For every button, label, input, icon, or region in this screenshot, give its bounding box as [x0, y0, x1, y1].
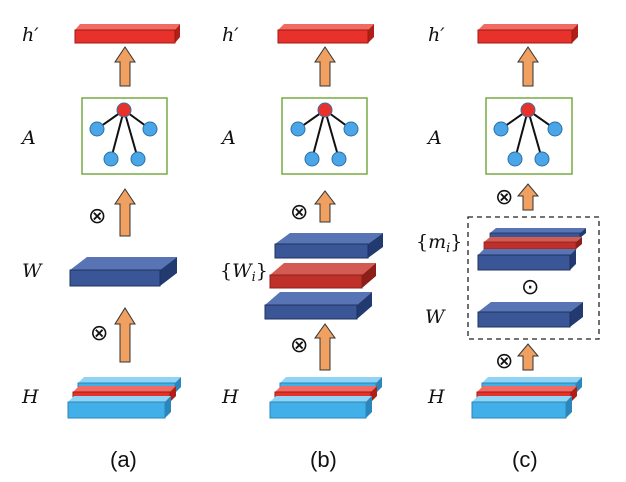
- graph-node: [142, 121, 158, 137]
- graph-node: [331, 151, 347, 167]
- tensor-operator: ⊗: [90, 321, 108, 346]
- bar-side-face: [570, 302, 583, 327]
- graph-node-center: [116, 102, 132, 118]
- bar-side-face: [362, 263, 376, 288]
- odot-operator: ⊙: [521, 275, 539, 300]
- output-h-prime-bar: [477, 24, 578, 44]
- graph-node: [103, 151, 119, 167]
- graph-node: [130, 151, 146, 167]
- tensor-operator: ⊗: [495, 349, 513, 374]
- graph-node: [507, 151, 523, 167]
- bar-front-face: [477, 29, 573, 44]
- panel-a: ⊗ ⊗ (a): [67, 24, 181, 472]
- panel-caption: (c): [512, 447, 538, 472]
- label-h-prime: h′: [428, 24, 445, 46]
- graph-node: [290, 121, 306, 137]
- arrow-up: [114, 188, 136, 237]
- graph-node: [343, 121, 359, 137]
- label-h: H: [21, 386, 39, 408]
- bar-side-face: [572, 24, 578, 43]
- input-h-stack: [269, 377, 382, 419]
- label-h: H: [427, 386, 445, 408]
- arrow-up: [516, 343, 540, 371]
- label-a: A: [20, 127, 36, 149]
- arrow-up: [314, 323, 336, 371]
- arrow-up: [517, 46, 539, 87]
- graph-node: [304, 151, 320, 167]
- output-h-prime-bar: [277, 24, 374, 44]
- arrow-up: [313, 190, 337, 223]
- weight-stack-wi: [264, 233, 383, 320]
- label-a: A: [426, 127, 442, 149]
- bar-top-face: [478, 302, 583, 312]
- label-h-prime: h′: [222, 24, 239, 46]
- label-a: A: [220, 127, 236, 149]
- row-labels-left: h′ A W H: [20, 24, 43, 408]
- tensor-operator: ⊗: [290, 333, 308, 358]
- tensor-operator: ⊗: [290, 200, 308, 225]
- bar-top-face: [70, 257, 177, 270]
- panel-caption: (b): [310, 447, 337, 472]
- bar-front-face: [269, 274, 363, 289]
- bar-front-face: [477, 311, 571, 328]
- graph-node-center: [520, 102, 536, 118]
- panel-b: h′ A {Wi} H ⊗: [220, 24, 383, 472]
- graph-node: [493, 121, 509, 137]
- bar-side-face: [160, 257, 177, 286]
- bar-side-face: [368, 233, 383, 258]
- input-h-stack: [471, 377, 582, 419]
- bar-front-face: [274, 243, 369, 259]
- bar-side-face: [357, 292, 372, 319]
- panel-caption: (a): [110, 447, 137, 472]
- bar-top-face: [270, 263, 376, 275]
- graph-node: [534, 151, 550, 167]
- label-h: H: [221, 386, 239, 408]
- graph-a-box: [81, 97, 168, 175]
- bar-top-face: [275, 233, 383, 244]
- arrow-up: [516, 183, 540, 211]
- tensor-operator: ⊗: [88, 204, 106, 229]
- graph-node: [89, 121, 105, 137]
- tensor-operator: ⊗: [495, 185, 513, 210]
- label-m-i: {mi}: [416, 231, 462, 256]
- bar-side-face: [175, 24, 180, 43]
- arrow-up: [114, 307, 136, 363]
- label-w-i: {Wi}: [220, 260, 268, 285]
- bar-top-face: [278, 24, 374, 30]
- weight-w-bar: [69, 257, 177, 287]
- bar-top-face: [478, 24, 578, 30]
- label-w: W: [425, 306, 446, 328]
- label-w: W: [22, 260, 43, 282]
- mask-weight-container: [467, 216, 600, 340]
- arrow-up: [314, 46, 336, 87]
- bar-front-face: [264, 304, 358, 320]
- panel-c: h′ A {mi} W H ⊗: [416, 24, 600, 472]
- bar-front-face: [69, 269, 161, 287]
- bar-top-face: [265, 292, 372, 305]
- input-h-stack: [67, 377, 181, 419]
- bar-top-face: [75, 24, 180, 30]
- label-h-prime: h′: [22, 24, 39, 46]
- mask-stack-mi: [477, 228, 586, 271]
- arrow-up: [114, 46, 136, 87]
- bar-side-face: [368, 24, 374, 43]
- graph-node-center: [317, 102, 333, 118]
- bar-front-face: [277, 29, 369, 44]
- graph-a-box: [281, 97, 368, 175]
- graph-a-box: [485, 97, 573, 175]
- weight-w-bar: [477, 302, 583, 328]
- bar-front-face: [74, 29, 176, 44]
- output-h-prime-bar: [74, 24, 180, 44]
- graph-node: [547, 121, 563, 137]
